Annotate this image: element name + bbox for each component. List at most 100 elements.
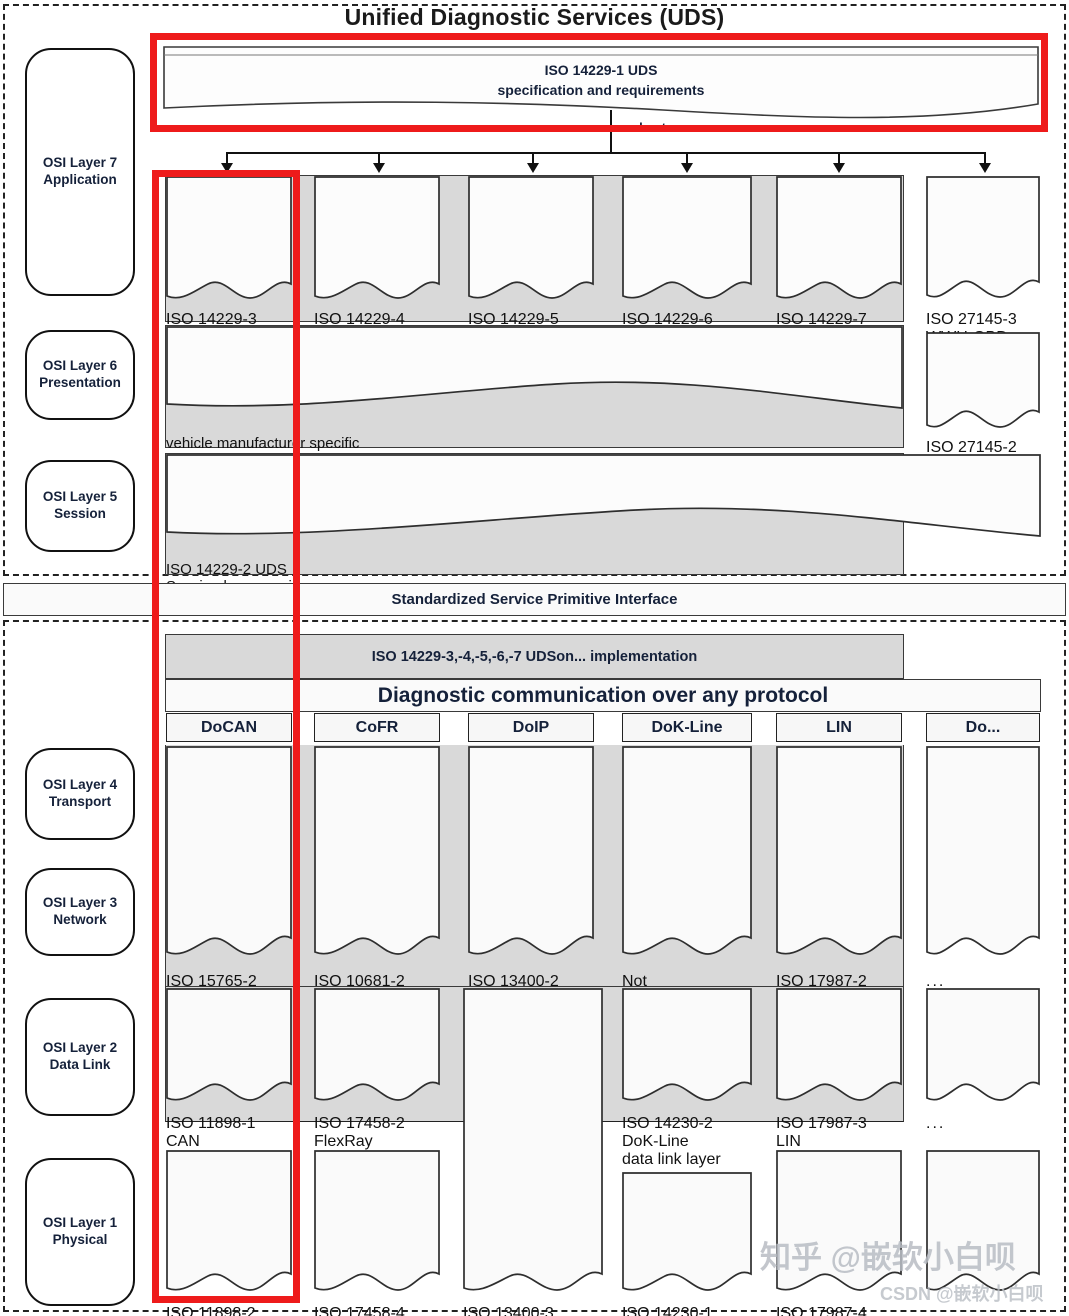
branch-line-4	[686, 152, 688, 166]
sheet-shape	[314, 746, 440, 955]
datalink-box-text: ...	[926, 1115, 946, 1132]
dl-line-0: ISO 14230-2	[622, 1115, 713, 1132]
osi-layer7-line2: Application	[43, 172, 117, 187]
osi-layer5-line2: Session	[54, 506, 106, 521]
osi-layer6-line2: Presentation	[39, 375, 121, 390]
branch-arrow-5	[833, 163, 845, 173]
doip-span-box-iso-13400-3: ISO 13400-3 DoIP IEEE 802.3 based wired …	[463, 988, 603, 1316]
sheet-shape	[926, 176, 1040, 298]
branch-arrow-6	[979, 163, 991, 173]
sheet-shape	[776, 176, 902, 299]
app-line-1: ISO 14229-4	[314, 311, 405, 328]
t-line-0: Not	[622, 973, 647, 990]
sheet-shape	[926, 988, 1040, 1101]
osi-pill-layer7: OSI Layer 7 Application	[25, 48, 135, 296]
app-box-iso-14229-3: ISO 14229-3 UDSonCAN	[166, 176, 292, 346]
sheet-shape	[463, 988, 603, 1291]
spec-line-2: specification and requirements	[497, 82, 705, 99]
sheet-shape	[622, 746, 752, 955]
protocol-column-header-do-ellipsis: Do...	[926, 713, 1040, 742]
osi-layer3-line2: Network	[53, 912, 107, 927]
subset-vertical-line	[610, 110, 612, 154]
physical-box-text: ISO 17458-4 FlexRay electrical physical …	[314, 1305, 440, 1316]
sheet-shape	[468, 746, 594, 955]
app-line-1: ISO 14229-5	[468, 311, 559, 328]
osi-layer1-line2: Physical	[52, 1232, 108, 1247]
page-title: Unified Diagnostic Services (UDS)	[344, 4, 725, 30]
osi-layer4-line2: Transport	[48, 794, 112, 809]
app-box-iso-14229-7: ISO 14229-7 UDSonLIN	[776, 176, 902, 346]
obd-box-iso-27145-2: ISO 27145-2 WWH-OBD CDD	[926, 332, 1040, 492]
app-box-iso-14229-4: ISO 14229-4 UDSonFR	[314, 176, 440, 346]
sheet-shape	[166, 454, 1041, 537]
ph-line-0: ISO 17987-4	[776, 1305, 867, 1316]
branch-arrow-2	[373, 163, 385, 173]
transport-box-doip: ISO 13400-2 DoIP transport and network l…	[468, 746, 594, 1080]
physical-box-dok-line: ISO 14230-1 DoK-Line physical layer	[622, 1172, 752, 1316]
osi-pill-layer3: OSI Layer 3 Network	[25, 868, 135, 956]
app-box-iso-14229-5: ISO 14229-5 UDSonIP	[468, 176, 594, 346]
datalink-box-other: ...	[926, 988, 1040, 1132]
sheet-shape	[926, 1150, 1040, 1291]
sheet-shape	[926, 332, 1040, 428]
doip-line-0: ISO 13400-3	[463, 1305, 554, 1316]
physical-box-text: ...	[926, 1305, 946, 1316]
osi-layer4-line1: OSI Layer 4	[42, 777, 118, 793]
transport-box-lin: ISO 17987-2 LIN transport and network la…	[776, 746, 902, 1080]
app-line-1: ISO 14229-3	[166, 311, 257, 328]
subset-horizontal-bus	[226, 152, 986, 154]
branch-arrow-3	[527, 163, 539, 173]
spec-line-1: ISO 14229-1 UDS	[544, 62, 658, 78]
dl-line-1: CAN	[166, 1133, 200, 1150]
physical-box-text: ISO 11898-2 CAN ISO 11898-3 CAN	[166, 1305, 292, 1316]
osi-pill-layer2: OSI Layer 2 Data Link	[25, 998, 135, 1116]
osi-pill-layer5: OSI Layer 5 Session	[25, 460, 135, 552]
osi-layer6-line1: OSI Layer 6	[42, 358, 118, 374]
ph-line-0: ISO 17458-4	[314, 1305, 405, 1316]
sheet-shape	[622, 176, 752, 299]
dl-line-1: FlexRay	[314, 1133, 373, 1150]
app-line-1: ISO 14229-6	[622, 311, 713, 328]
dl-line-0: ISO 11898-1	[166, 1115, 256, 1132]
osi-layer5-line1: OSI Layer 5	[42, 489, 118, 505]
osi-layer1-line1: OSI Layer 1	[42, 1215, 118, 1231]
iso-14229-2-session-box: ISO 14229-2 UDS Session layer services	[166, 454, 1041, 595]
t-line-0: ISO 15765-2	[166, 973, 257, 990]
transport-box-docan: ISO 15765-2 DoCAN transport and network …	[166, 746, 292, 1080]
dl-line-0: ISO 17987-3	[776, 1115, 867, 1132]
physical-box-text: ISO 17987-4 LIN electrical physical laye…	[776, 1305, 902, 1316]
sheet-shape	[926, 746, 1040, 955]
physical-box-can: ISO 11898-2 CAN ISO 11898-3 CAN	[166, 1150, 292, 1316]
obd-line-1: ISO 27145-3	[926, 311, 1017, 328]
physical-box-text: ISO 14230-1 DoK-Line physical layer	[622, 1305, 752, 1316]
spec-sheet-shape	[163, 46, 1039, 119]
dl-line-0: ISO 17458-2	[314, 1115, 405, 1132]
session-line-1: ISO 14229-2 UDS	[166, 561, 287, 578]
protocol-heading: Diagnostic communication over any protoc…	[165, 679, 1041, 712]
osi-pill-layer4: OSI Layer 4 Transport	[25, 748, 135, 840]
dl-line-1: LIN	[776, 1133, 801, 1150]
branch-arrow-4	[681, 163, 693, 173]
implementation-band-label: ISO 14229-3,-4,-5,-6,-7 UDSon... impleme…	[371, 648, 698, 665]
datalink-box-text: ISO 14230-2 DoK-Line data link layer	[622, 1115, 752, 1169]
protocol-column-header-doip: DoIP	[468, 713, 594, 742]
protocol-column-header-cofr: CoFR	[314, 713, 440, 742]
datalink-box-flexray: ISO 17458-2 FlexRay data link layer	[314, 988, 440, 1168]
physical-box-lin: ISO 17987-4 LIN electrical physical laye…	[776, 1150, 902, 1316]
sheet-shape	[622, 1172, 752, 1291]
sheet-shape	[776, 1150, 902, 1291]
transport-box-dok-line: Not applicable	[622, 746, 752, 1008]
osi-layer3-line1: OSI Layer 3	[42, 895, 118, 911]
protocol-column-header-docan: DoCAN	[166, 713, 292, 742]
branch-line-1	[226, 152, 228, 166]
sheet-shape	[166, 1150, 292, 1291]
ph-line-0: ISO 14230-1	[622, 1305, 713, 1316]
sheet-shape	[776, 988, 902, 1101]
app-line-1: ISO 14229-7	[776, 311, 867, 328]
branch-line-3	[532, 152, 534, 166]
doip-span-text: ISO 13400-3 DoIP IEEE 802.3 based wired …	[463, 1305, 603, 1316]
t-line-0: ISO 10681-2	[314, 973, 405, 990]
sheet-shape	[166, 746, 292, 955]
sheet-shape	[166, 326, 903, 409]
